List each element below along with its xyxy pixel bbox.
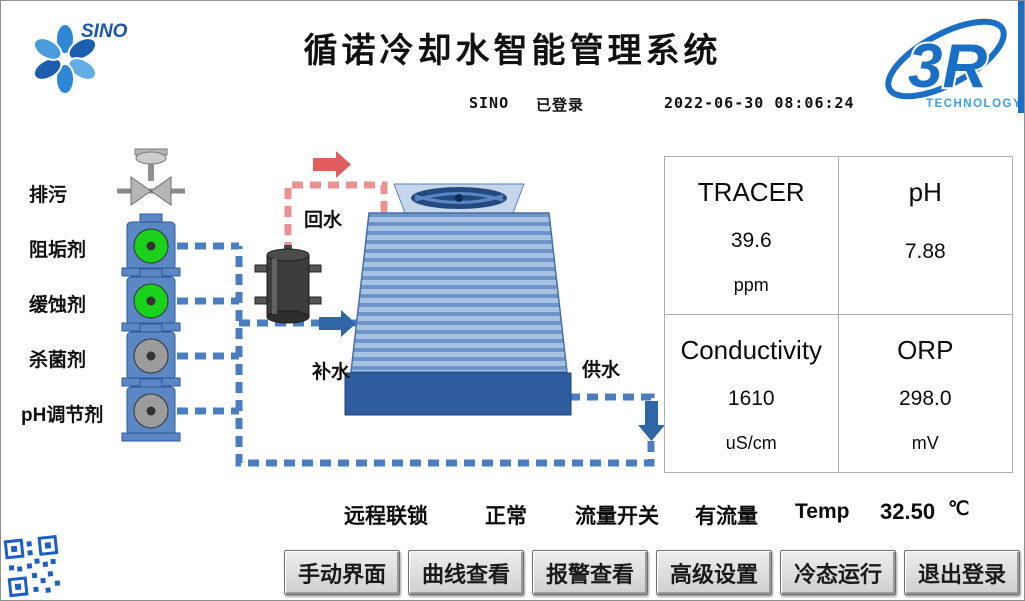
pump-biocide-icon[interactable] — [121, 323, 181, 387]
brand-text: 3R — [908, 32, 987, 101]
reading-orp: ORP 298.0 mV — [839, 315, 1013, 473]
qr-code — [3, 534, 61, 598]
temp-unit: ℃ — [948, 499, 970, 520]
login-status: 已登录 — [536, 96, 585, 114]
brand-subtext: TECHNOLOGY — [926, 98, 1022, 110]
cold-run-button[interactable]: 冷态运行 — [780, 550, 896, 595]
page-title: 循诺冷却水智能管理系统 — [303, 32, 722, 70]
advanced-settings-button[interactable]: 高级设置 — [656, 550, 772, 595]
datetime: 2022-06-30 08:06:24 — [664, 94, 855, 112]
label-blowdown: 排污 — [29, 185, 68, 206]
cooling-tower-icon — [344, 183, 572, 416]
pump-corrosion-inhibitor-icon[interactable] — [121, 268, 181, 332]
reading-unit: ppm — [733, 274, 769, 295]
brand-orbit-icon — [885, 18, 1007, 100]
reading-value: 39.6 — [730, 229, 772, 253]
reading-conductivity: Conductivity 1610 uS/cm — [665, 314, 839, 472]
flow-arrow-makeup-icon — [319, 310, 356, 337]
pipe-network — [177, 242, 655, 467]
blowdown-valve-icon[interactable] — [117, 148, 185, 206]
interlock-label: 远程联锁 — [344, 505, 428, 528]
label-scale-inhibitor: 阻垢剂 — [29, 240, 87, 261]
label-biocide: 杀菌剂 — [29, 350, 87, 371]
alarm-view-button[interactable]: 报警查看 — [532, 550, 648, 595]
reading-name: Conductivity — [680, 334, 823, 365]
reading-name: ORP — [897, 334, 954, 365]
reading-unit: mV — [911, 433, 939, 453]
reading-value: 7.88 — [904, 239, 946, 263]
pump-scale-inhibitor-icon[interactable] — [121, 213, 181, 277]
pump-ph-adjuster-icon[interactable] — [121, 378, 181, 442]
label-ph-adjuster: pH调节剂 — [21, 405, 104, 426]
label-corrosion-inhibitor: 缓蚀剂 — [29, 295, 87, 316]
label-return-water: 回水 — [304, 210, 343, 231]
tower-basin — [344, 372, 572, 416]
reading-name: pH — [908, 177, 942, 207]
temp-label: Temp — [795, 500, 850, 523]
reading-value: 298.0 — [898, 387, 952, 411]
pump-pipes — [177, 242, 239, 415]
curve-view-button[interactable]: 曲线查看 — [408, 550, 524, 595]
filter-device-icon[interactable] — [254, 245, 322, 324]
flow-switch-value: 有流量 — [695, 505, 758, 528]
reading-unit: uS/cm — [725, 433, 777, 453]
interlock-value: 正常 — [485, 505, 527, 528]
reading-ph: pH 7.88 — [838, 157, 1012, 315]
reading-tracer: TRACER 39.6 ppm — [665, 157, 839, 315]
flow-arrow-supply-icon — [638, 401, 665, 441]
sino-logo: SINO — [32, 21, 128, 95]
edge-accent-bar — [1018, 1, 1024, 113]
logged-user: SINO — [469, 94, 510, 112]
manual-screen-button[interactable]: 手动界面 — [284, 550, 400, 595]
logout-button[interactable]: 退出登录 — [904, 550, 1020, 595]
label-supply-water: 供水 — [582, 360, 621, 381]
brand-3r-logo: 3R TECHNOLOGY — [885, 18, 1022, 110]
label-makeup-water: 补水 — [312, 362, 351, 383]
temp-value: 32.50 — [880, 499, 936, 524]
reading-name: TRACER — [697, 177, 805, 207]
nav-button-row: 手动界面 曲线查看 报警查看 高级设置 冷态运行 退出登录 — [284, 550, 1020, 595]
flow-switch-label: 流量开关 — [575, 505, 659, 528]
reading-value: 1610 — [727, 387, 775, 411]
readings-panel: TRACER 39.6 ppm pH 7.88 Conductivity 161… — [664, 156, 1013, 473]
sino-logo-text: SINO — [81, 21, 128, 42]
flow-arrow-return-icon — [313, 151, 351, 178]
